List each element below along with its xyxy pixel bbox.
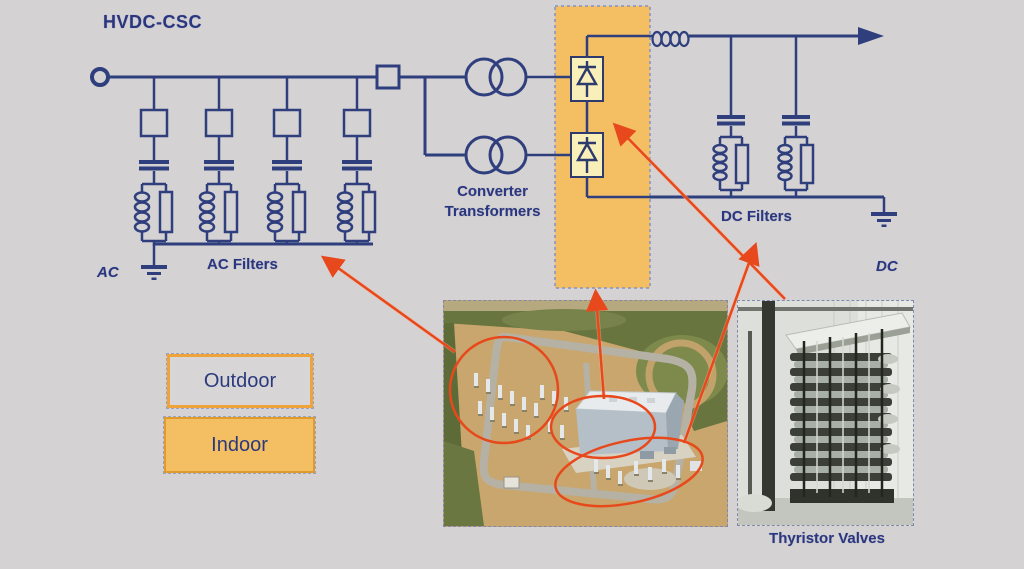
ac-terminal-icon xyxy=(90,67,110,87)
ac-filter-branch xyxy=(198,75,239,247)
dc-label: DC xyxy=(876,258,898,275)
legend-outdoor: Outdoor xyxy=(166,353,314,409)
dc-ground-icon xyxy=(871,197,897,227)
thyristor-valves-caption: Thyristor Valves xyxy=(769,530,885,547)
ac-label: AC xyxy=(97,264,119,281)
dc-filters-label: DC Filters xyxy=(721,208,792,225)
station-aerial-photo xyxy=(443,300,728,527)
dc-filter-branch xyxy=(777,34,815,199)
thyristor-valve-lower-icon xyxy=(569,131,605,179)
legend-outdoor-label: Outdoor xyxy=(203,369,277,392)
circuit-breaker-box xyxy=(375,64,401,90)
ac-filter-branch xyxy=(133,75,174,247)
dc-filter-branch xyxy=(712,34,750,199)
station-aerial-photo-art xyxy=(444,301,727,526)
dc-line xyxy=(689,27,884,45)
diagram-title: HVDC-CSC xyxy=(103,12,203,32)
thyristor-valves-photo xyxy=(737,300,914,526)
converter-transformer-upper xyxy=(464,57,528,97)
dc-line-arrowhead-icon xyxy=(858,27,884,45)
ac-filter-branch xyxy=(336,75,377,247)
thyristor-valve-upper-icon xyxy=(569,55,605,103)
legend-indoor-label: Indoor xyxy=(211,433,268,456)
ac-filter-branch xyxy=(266,75,307,247)
thyristor-valves-photo-art xyxy=(738,301,913,525)
legend-indoor: Indoor xyxy=(163,416,316,474)
ac-ground-icon xyxy=(141,244,167,280)
ac-filters-label: AC Filters xyxy=(207,256,278,273)
transformer-to-valve-wires xyxy=(526,75,571,157)
converter-transformers-label: Converter Transformers xyxy=(444,183,541,221)
smoothing-reactor-icon xyxy=(651,30,690,48)
converter-transformer-lower xyxy=(464,135,528,175)
